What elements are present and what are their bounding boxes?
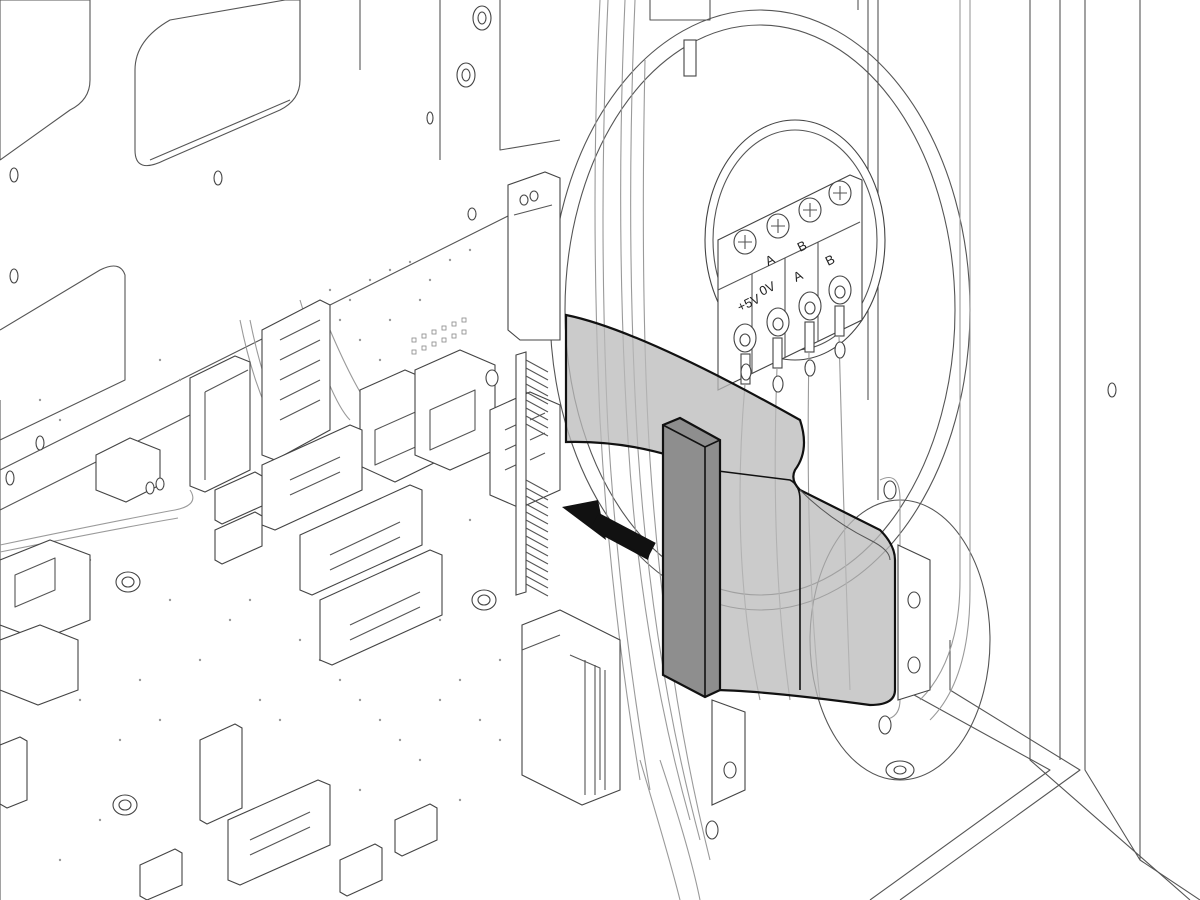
terminal-block: +5V 0V A B A B bbox=[717, 174, 863, 391]
terminal-label-0v: 0V bbox=[757, 278, 778, 299]
pin-header bbox=[515, 351, 549, 597]
pcb-connectors bbox=[0, 299, 621, 900]
screw-icon bbox=[733, 180, 852, 255]
connector-bracket bbox=[507, 171, 561, 341]
ribbon-connector-plug bbox=[661, 416, 722, 699]
ring-terminal-icon bbox=[733, 275, 852, 385]
arrow-left-icon bbox=[562, 500, 656, 560]
pcb-board bbox=[38, 248, 502, 862]
mounting-bracket-right bbox=[711, 544, 931, 806]
